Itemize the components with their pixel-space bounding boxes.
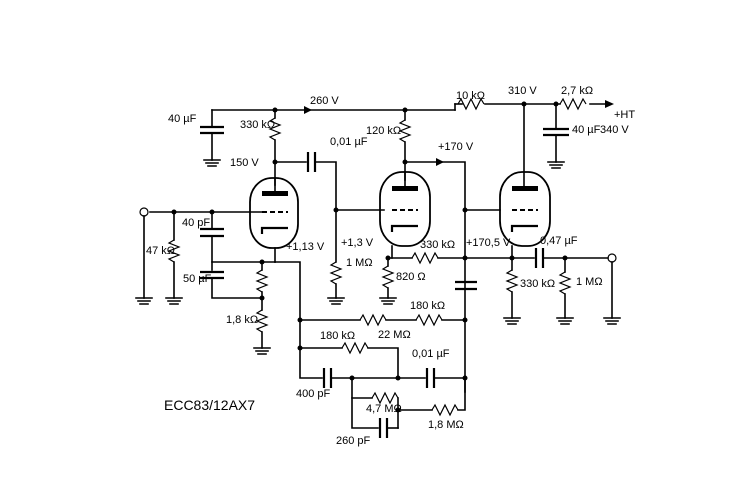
resistor-2k2 [255, 269, 269, 293]
label-50uF: 50 µF [183, 273, 212, 285]
label-22M: 22 MΩ [378, 329, 411, 341]
label-47M: 4,7 MΩ [366, 403, 402, 415]
resistor-180k-a [341, 341, 369, 355]
label-47k: 47 kΩ [146, 245, 175, 257]
resistor-22M [359, 313, 387, 327]
capacitor-40uF-top [200, 109, 224, 167]
capacitor-400pF [322, 368, 333, 388]
resistor-1M-a [329, 261, 343, 285]
label-400pF: 400 pF [296, 388, 331, 400]
label-260pF: 260 pF [336, 435, 371, 447]
label-170v: +170 V [438, 141, 474, 153]
label-rail-260: 260 V [310, 95, 339, 107]
capacitor-001uF-b [425, 368, 436, 388]
label-310v: 310 V [508, 85, 537, 97]
label-1M-a: 1 MΩ [346, 257, 373, 269]
resistor-1M-b [558, 271, 572, 295]
label-40pF: 40 pF [182, 217, 210, 229]
resistor-180k-b [415, 313, 443, 327]
label-120k: 120 kΩ [366, 125, 401, 137]
tube-v2 [379, 171, 431, 247]
label-10k: 10 kΩ [456, 90, 485, 102]
capacitor-260pF [378, 418, 389, 438]
schematic-title: ECC83/12AX7 [164, 397, 255, 413]
ht-arrow-icon [605, 100, 614, 108]
label-1705v: +170,5 V [466, 237, 511, 249]
capacitor-coupling [455, 280, 477, 291]
label-330k-b: 330 kΩ [420, 239, 455, 251]
resistor-1k8 [255, 309, 269, 333]
resistor-2k7 [559, 97, 587, 111]
resistor-330k-c [505, 269, 519, 293]
label-047uF: 0,47 µF [540, 235, 578, 247]
label-113v: +1,13 V [286, 241, 325, 253]
capacitor-001uF-a [306, 152, 317, 172]
resistor-330k-plate [268, 117, 282, 141]
ht-rail [211, 100, 614, 114]
tube-v1 [149, 177, 299, 249]
resistor-820 [381, 265, 395, 289]
output-jack-icon [607, 253, 617, 263]
label-001uF-b: 0,01 µF [412, 348, 450, 360]
label-ht: +HT [614, 109, 635, 121]
plate-arrow-icon [436, 158, 444, 166]
label-1k8: 1,8 kΩ [226, 314, 258, 326]
resistor-18M [431, 403, 459, 417]
input-jack-icon [139, 207, 149, 217]
tube-v3 [499, 103, 551, 247]
label-18M: 1,8 MΩ [428, 419, 464, 431]
resistor-120k [398, 119, 412, 143]
resistor-330k-b [411, 251, 439, 265]
label-001uF-a: 0,01 µF [330, 136, 368, 148]
label-180k-b: 180 kΩ [410, 300, 445, 312]
resistor-10k [457, 97, 485, 111]
label-330k: 330 kΩ [240, 119, 275, 131]
label-820: 820 Ω [396, 271, 426, 283]
label-330k-c: 330 kΩ [520, 278, 555, 290]
capacitor-40pF [200, 227, 224, 238]
label-2k7: 2,7 kΩ [561, 85, 593, 97]
capacitor-047uF [534, 248, 545, 268]
label-150v: 150 V [230, 157, 259, 169]
label-13v: +1,3 V [341, 237, 374, 249]
resistor-47M [371, 391, 399, 405]
label-40uF-ht: 40 µF [572, 124, 601, 136]
label-ht-voltage: 340 V [600, 124, 629, 136]
rail-arrow-icon [304, 106, 312, 114]
label-40uF-top: 40 µF [168, 113, 197, 125]
resistor-47k [167, 239, 181, 263]
capacitor-40uF-ht [543, 103, 569, 169]
label-180k-a: 180 kΩ [320, 330, 355, 342]
label-1M-b: 1 MΩ [576, 276, 603, 288]
